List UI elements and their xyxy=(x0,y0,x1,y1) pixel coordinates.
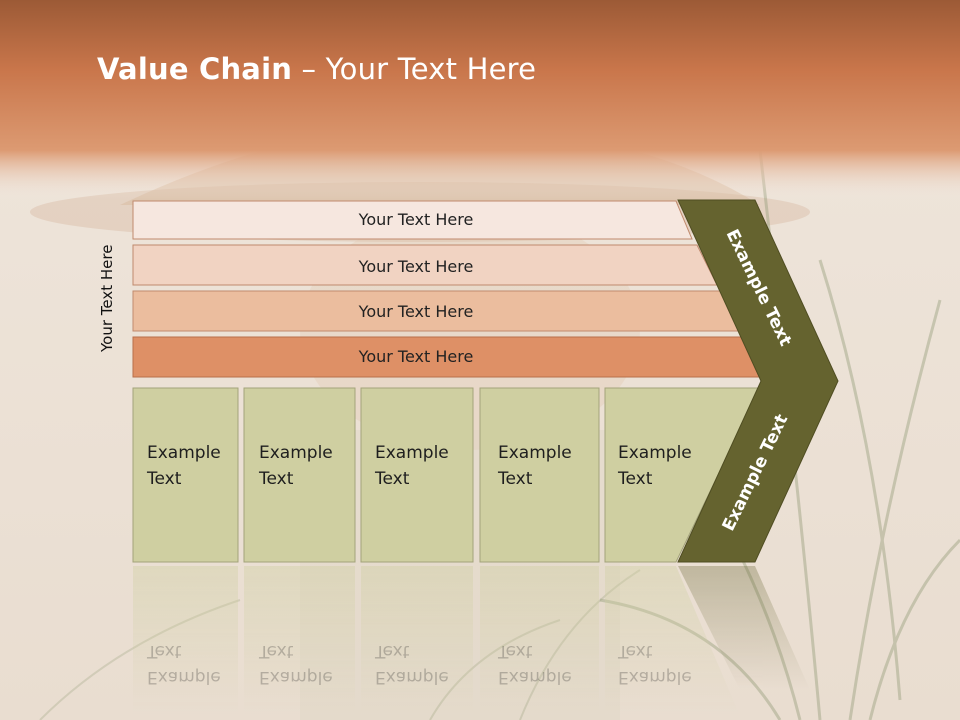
primary-column-label: Text xyxy=(617,469,653,489)
primary-column-label: Text xyxy=(146,469,182,489)
support-bars: Your Text Here Your Text Here Your Text … xyxy=(132,200,765,378)
primary-column-label: Example xyxy=(618,443,692,463)
primary-columns: Example Text Example Text Example Text E… xyxy=(132,387,761,563)
reflection-text: Example xyxy=(618,667,692,687)
reflection-text: Text xyxy=(374,641,410,661)
reflection-text: Text xyxy=(146,641,182,661)
reflection-text: Example xyxy=(498,667,572,687)
primary-column-label: Example xyxy=(498,443,572,463)
slide-title-rest: – Your Text Here xyxy=(292,52,537,86)
slide-title: Value Chain – Your Text Here xyxy=(97,52,536,86)
support-bar-label: Your Text Here xyxy=(358,347,474,366)
primary-column[interactable] xyxy=(604,387,761,563)
reflection-text: Example xyxy=(259,667,333,687)
primary-column-label: Text xyxy=(374,469,410,489)
primary-column-label: Example xyxy=(259,443,333,463)
support-bar-label: Your Text Here xyxy=(358,257,474,276)
support-bar-label: Your Text Here xyxy=(358,210,474,229)
reflection-text: Text xyxy=(497,641,533,661)
primary-column-label: Example xyxy=(375,443,449,463)
reflection-text: Text xyxy=(617,641,653,661)
reflection-text: Text xyxy=(258,641,294,661)
primary-column-label: Text xyxy=(258,469,294,489)
reflection-text: Example xyxy=(147,667,221,687)
primary-column-label: Text xyxy=(497,469,533,489)
reflection: Example Text Example Text Example Text E… xyxy=(133,566,810,716)
reflection-text: Example xyxy=(375,667,449,687)
primary-column[interactable] xyxy=(479,387,600,563)
support-bar-label: Your Text Here xyxy=(358,302,474,321)
primary-column[interactable] xyxy=(132,387,239,563)
support-bar[interactable] xyxy=(132,200,693,240)
primary-column[interactable] xyxy=(243,387,356,563)
primary-column[interactable] xyxy=(360,387,474,563)
primary-column-label: Example xyxy=(147,443,221,463)
margin-chevron-shape[interactable] xyxy=(677,199,839,563)
slide-title-bold: Value Chain xyxy=(97,52,293,86)
